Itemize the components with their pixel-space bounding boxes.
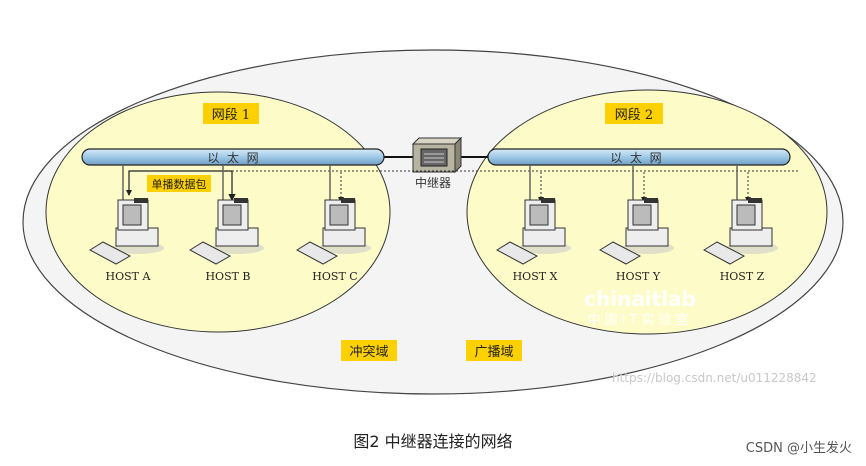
keyboard-icon bbox=[495, 241, 539, 265]
unicast-label: 单播数据包 bbox=[152, 177, 207, 191]
computer-case-icon bbox=[215, 227, 259, 247]
host-label: HOST Y bbox=[616, 270, 661, 283]
host-computer bbox=[598, 165, 674, 265]
repeater-icon bbox=[411, 136, 463, 174]
keyboard-icon bbox=[88, 241, 132, 265]
figure-caption: 图2 中继器连接的网络 bbox=[353, 432, 513, 451]
repeater-label: 中继器 bbox=[415, 175, 451, 190]
computer-case-icon bbox=[115, 227, 159, 247]
computer-case-icon bbox=[729, 227, 773, 247]
watermark-url: https://blog.csdn.net/u011228842 bbox=[612, 371, 817, 385]
csdn-credit: CSDN @小生发火 bbox=[745, 441, 852, 456]
svg-text:chinaitlab: chinaitlab bbox=[584, 287, 696, 311]
segment2-label: 网段 2 bbox=[615, 108, 653, 123]
ethernet-label-2: 以 太 网 bbox=[610, 150, 661, 165]
host-label: HOST A bbox=[106, 270, 152, 283]
host-computer bbox=[295, 165, 371, 265]
computer-case-icon bbox=[625, 227, 669, 247]
ethernet-label-1: 以 太 网 bbox=[207, 150, 258, 165]
keyboard-icon bbox=[598, 241, 642, 265]
host-computer bbox=[88, 165, 164, 265]
broadcast-domain-label: 广播域 bbox=[474, 345, 513, 360]
ethernet-pipe-2 bbox=[487, 148, 791, 166]
svg-text:中国IT实验室: 中国IT实验室 bbox=[588, 312, 693, 328]
segment1-label: 网段 1 bbox=[212, 108, 250, 123]
computer-case-icon bbox=[322, 227, 366, 247]
host-label: HOST B bbox=[205, 270, 250, 283]
keyboard-icon bbox=[702, 241, 746, 265]
host-computer bbox=[495, 165, 571, 265]
host-label: HOST Z bbox=[720, 270, 765, 283]
ethernet-pipe-1 bbox=[81, 148, 385, 166]
computer-case-icon bbox=[522, 227, 566, 247]
host-label: HOST C bbox=[312, 270, 357, 283]
keyboard-icon bbox=[295, 241, 339, 265]
keyboard-icon bbox=[188, 241, 232, 265]
host-computer bbox=[702, 165, 778, 265]
watermark-logo: chinaitlab 中国IT实验室 bbox=[584, 287, 696, 328]
collision-domain-label: 冲突域 bbox=[349, 344, 388, 360]
host-label: HOST X bbox=[513, 270, 558, 283]
host-computer bbox=[188, 165, 264, 265]
